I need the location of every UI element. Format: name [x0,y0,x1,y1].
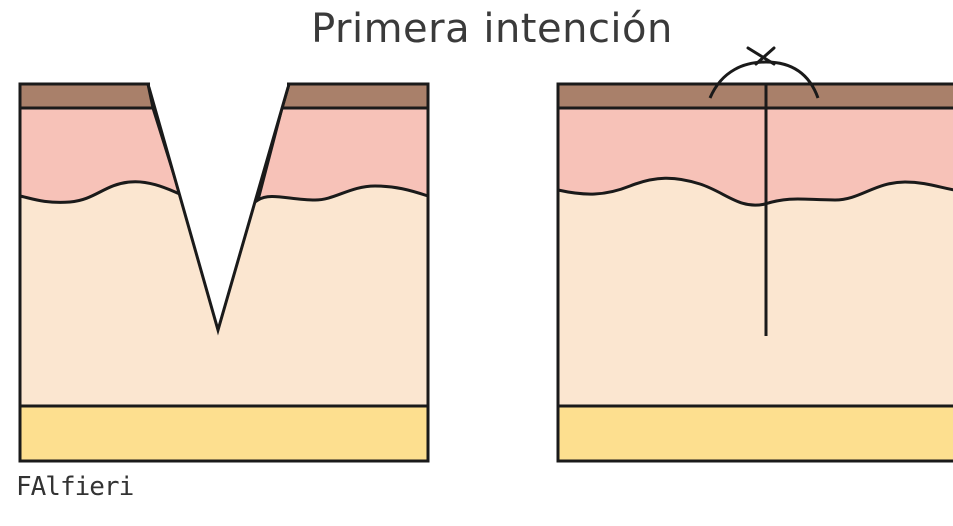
sutured-wound-panel [556,46,953,463]
artist-signature: FAlfieri [16,472,134,502]
open-wound-panel [18,81,430,463]
dermis-layer-left-a [18,106,183,204]
dermis-layer-left-b [255,106,430,204]
suture-stitch [708,60,820,99]
figure-title: Primera intención [311,6,673,52]
epidermis-layer-left-a [18,82,155,110]
epidermis-layer-left-b [280,82,430,110]
suture-knot [746,46,776,66]
epidermis-layer-right [556,82,953,110]
muscle-layer-right [556,404,953,463]
muscle-layer-left [18,404,430,463]
